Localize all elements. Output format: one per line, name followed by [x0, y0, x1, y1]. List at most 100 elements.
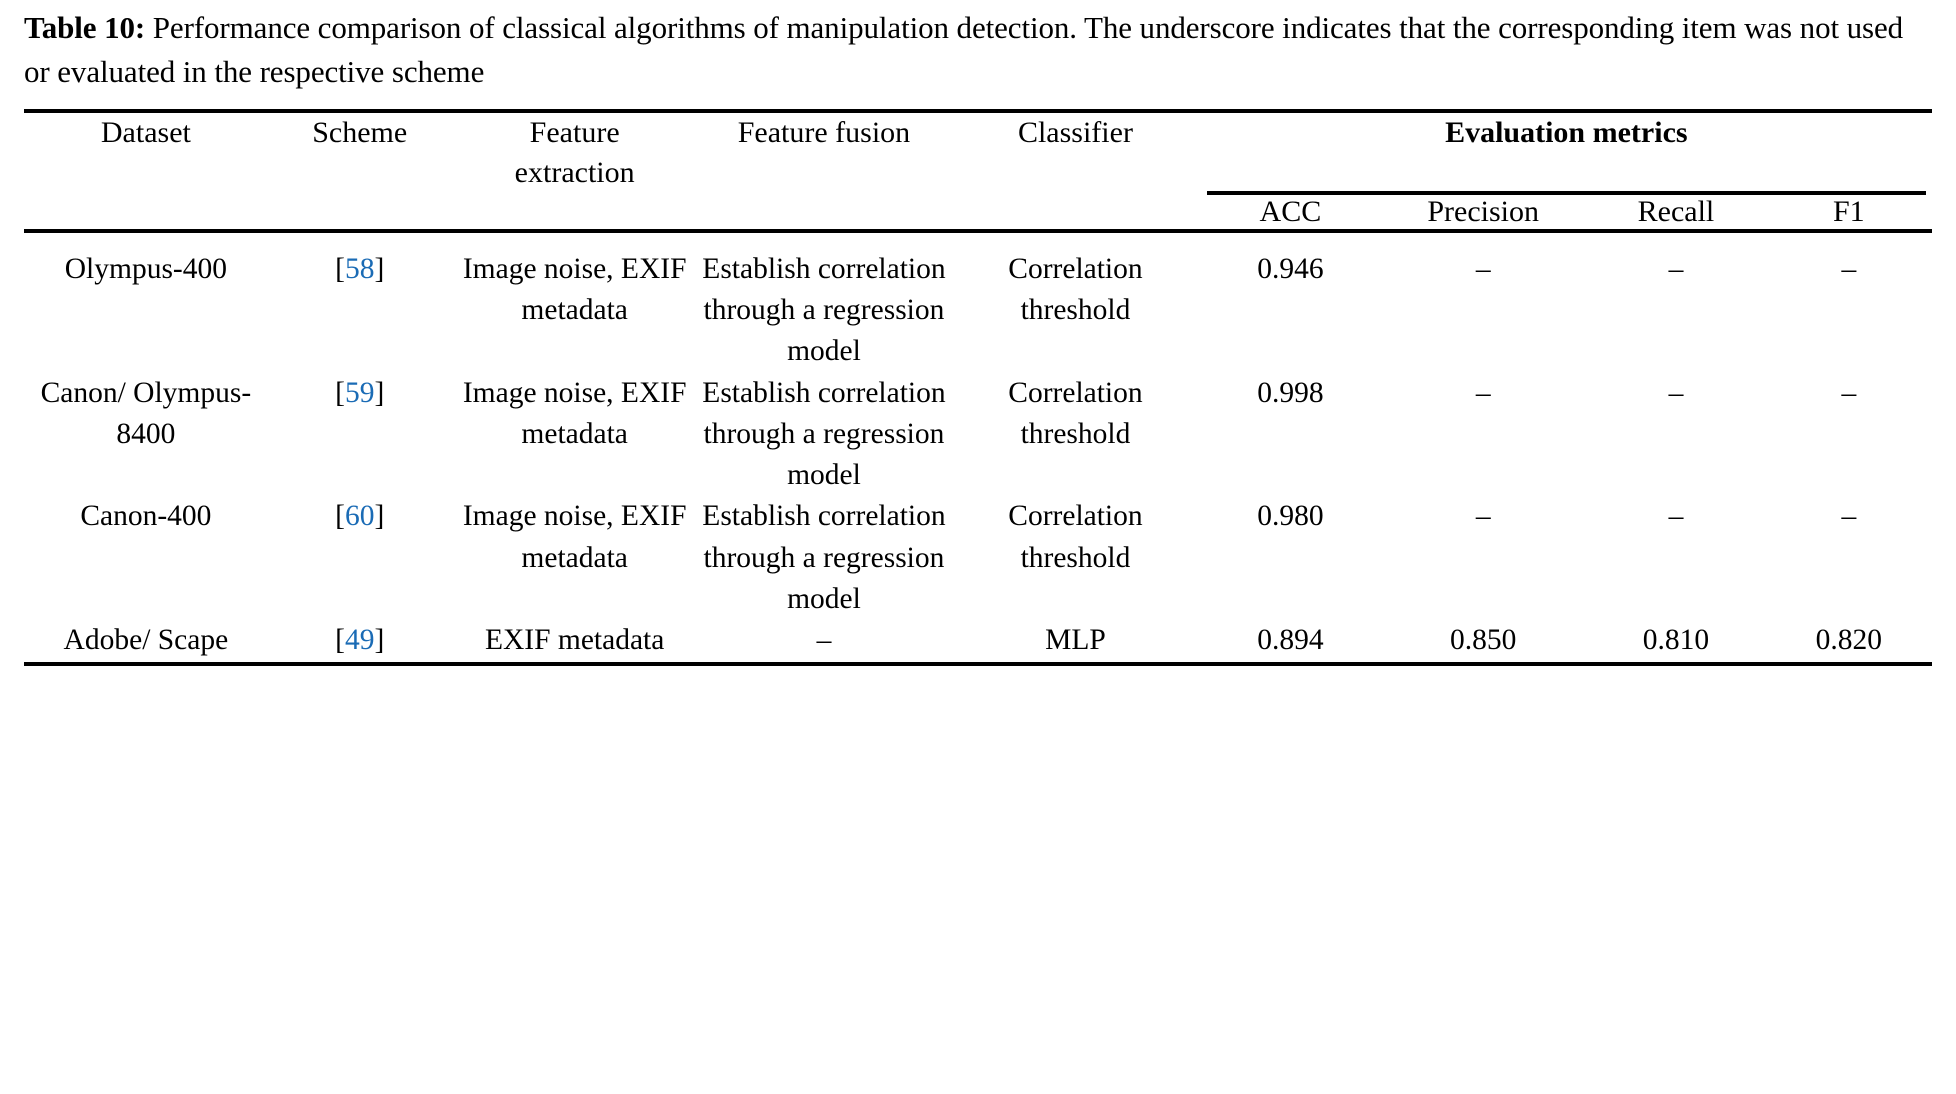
cell-acc: 0.894: [1201, 620, 1380, 661]
bracket-open: [: [335, 252, 345, 285]
bracket-close: ]: [374, 376, 385, 409]
cell-scheme[interactable]: [60]: [268, 496, 452, 620]
cell-feature-fusion: –: [698, 620, 951, 661]
bracket-close: ]: [374, 624, 385, 657]
column-header-feature-extraction-line2: extraction: [514, 155, 635, 189]
bracket-close: ]: [374, 500, 385, 533]
cell-precision: 0.850: [1380, 620, 1586, 661]
cell-recall-text: –: [1668, 252, 1684, 285]
reference-link[interactable]: [58]: [268, 249, 452, 290]
cell-feature-extraction-text: EXIF metadata: [484, 624, 665, 657]
cell-acc-text: 0.894: [1257, 624, 1324, 657]
reference-number[interactable]: 59: [344, 376, 375, 409]
cell-feature-fusion-text: –: [816, 624, 832, 657]
cell-classifier-text: Correlation threshold: [1008, 376, 1143, 450]
cell-acc-text: 0.998: [1257, 376, 1324, 409]
cell-acc-text: 0.980: [1257, 500, 1324, 533]
column-header-classifier: Classifier: [1017, 116, 1133, 150]
cell-recall: –: [1586, 373, 1765, 497]
cell-feature-fusion-text: Establish correlation through a regressi…: [702, 500, 946, 615]
cell-dataset: Adobe/ Scape: [24, 620, 268, 661]
bracket-open: [: [335, 500, 345, 533]
cell-scheme[interactable]: [59]: [268, 373, 452, 497]
cell-classifier-text: Correlation threshold: [1008, 500, 1143, 574]
spacer-classifier: [950, 195, 1200, 229]
cell-f1: –: [1766, 373, 1932, 497]
cell-classifier: Correlation threshold: [950, 233, 1200, 373]
bracket-close: ]: [374, 252, 385, 285]
cell-recall: 0.810: [1586, 620, 1765, 661]
cell-f1: –: [1766, 233, 1932, 373]
table-row: Canon/ Olympus-8400 [59] Image noise, EX…: [24, 373, 1932, 497]
reference-number[interactable]: 60: [344, 500, 375, 533]
cell-precision-text: –: [1475, 252, 1491, 285]
cell-feature-extraction-text: Image noise, EXIF metadata: [462, 376, 687, 450]
cell-feature-extraction-text: Image noise, EXIF metadata: [462, 252, 687, 326]
cell-precision: –: [1380, 496, 1586, 620]
cell-feature-fusion: Establish correlation through a regressi…: [698, 496, 951, 620]
column-header-scheme: Scheme: [312, 116, 408, 150]
spacer-feature-extraction: [452, 195, 698, 229]
cell-feature-fusion: Establish correlation through a regressi…: [698, 233, 951, 373]
evaluation-metrics-underline: [1206, 190, 1926, 195]
table-row: Canon-400 [60] Image noise, EXIF metadat…: [24, 496, 1932, 620]
cell-classifier: MLP: [950, 620, 1200, 661]
cell-scheme[interactable]: [49]: [268, 620, 452, 661]
cell-recall-text: –: [1668, 500, 1684, 533]
table-caption: Table 10: Performance comparison of clas…: [24, 0, 1932, 94]
table-bottom-rule: [24, 661, 1932, 666]
reference-link[interactable]: [59]: [268, 373, 452, 414]
header-row-main: Dataset Scheme Feature extraction Featur…: [24, 113, 1932, 195]
cell-recall: –: [1586, 233, 1765, 373]
table-row: Adobe/ Scape [49] EXIF metadata – MLP 0.…: [24, 620, 1932, 661]
cell-feature-fusion: Establish correlation through a regressi…: [698, 373, 951, 497]
cell-dataset-text: Olympus-400: [64, 252, 227, 285]
cell-precision: –: [1380, 373, 1586, 497]
cell-f1-text: –: [1841, 500, 1857, 533]
evaluation-metrics-label: Evaluation metrics: [1445, 116, 1688, 150]
reference-number[interactable]: 58: [344, 252, 375, 285]
column-header-dataset: Dataset: [100, 116, 191, 150]
table-body: Olympus-400 [58] Image noise, EXIF metad…: [24, 233, 1932, 662]
cell-classifier: Correlation threshold: [950, 496, 1200, 620]
cell-f1: –: [1766, 496, 1932, 620]
column-header-feature-extraction: Feature extraction: [452, 113, 698, 195]
table-header: Dataset Scheme Feature extraction Featur…: [24, 113, 1932, 229]
caption-label: Table 10:: [24, 10, 146, 45]
cell-classifier-text: Correlation threshold: [1008, 252, 1143, 326]
cell-scheme[interactable]: [58]: [268, 233, 452, 373]
cell-feature-extraction: Image noise, EXIF metadata: [452, 496, 698, 620]
column-header-feature-extraction-line1: Feature: [529, 116, 620, 150]
cell-dataset-text: Canon/ Olympus-8400: [40, 376, 252, 450]
cell-f1-text: –: [1841, 376, 1857, 409]
cell-dataset: Olympus-400: [24, 233, 268, 373]
cell-dataset: Canon/ Olympus-8400: [24, 373, 268, 497]
cell-recall: –: [1586, 496, 1765, 620]
cell-precision: –: [1380, 233, 1586, 373]
column-header-recall: Recall: [1637, 194, 1715, 228]
cell-acc: 0.980: [1201, 496, 1380, 620]
reference-number[interactable]: 49: [344, 624, 375, 657]
cell-recall-text: 0.810: [1642, 624, 1710, 657]
cell-feature-extraction: Image noise, EXIF metadata: [452, 233, 698, 373]
cell-acc-text: 0.946: [1257, 252, 1324, 285]
column-header-acc: ACC: [1259, 194, 1322, 228]
column-header-precision: Precision: [1427, 194, 1539, 228]
table-top-rule: [24, 109, 1932, 114]
spacer-scheme: [268, 195, 452, 229]
table-row: Olympus-400 [58] Image noise, EXIF metad…: [24, 233, 1932, 373]
cell-classifier: Correlation threshold: [950, 373, 1200, 497]
cell-feature-fusion-text: Establish correlation through a regressi…: [702, 376, 946, 492]
cell-f1-text: 0.820: [1815, 624, 1883, 657]
column-header-f1: F1: [1833, 194, 1865, 228]
column-header-feature-fusion: Feature fusion: [737, 116, 911, 150]
header-row-metrics: ACC Precision Recall F1: [24, 195, 1932, 229]
cell-feature-fusion-text: Establish correlation through a regressi…: [702, 252, 946, 368]
table-header-rule: [24, 228, 1932, 233]
cell-f1: 0.820: [1766, 620, 1932, 661]
reference-link[interactable]: [60]: [268, 496, 452, 537]
reference-link[interactable]: [49]: [268, 620, 452, 661]
cell-feature-extraction: EXIF metadata: [452, 620, 698, 661]
cell-f1-text: –: [1841, 252, 1857, 285]
cell-acc: 0.946: [1201, 233, 1380, 373]
